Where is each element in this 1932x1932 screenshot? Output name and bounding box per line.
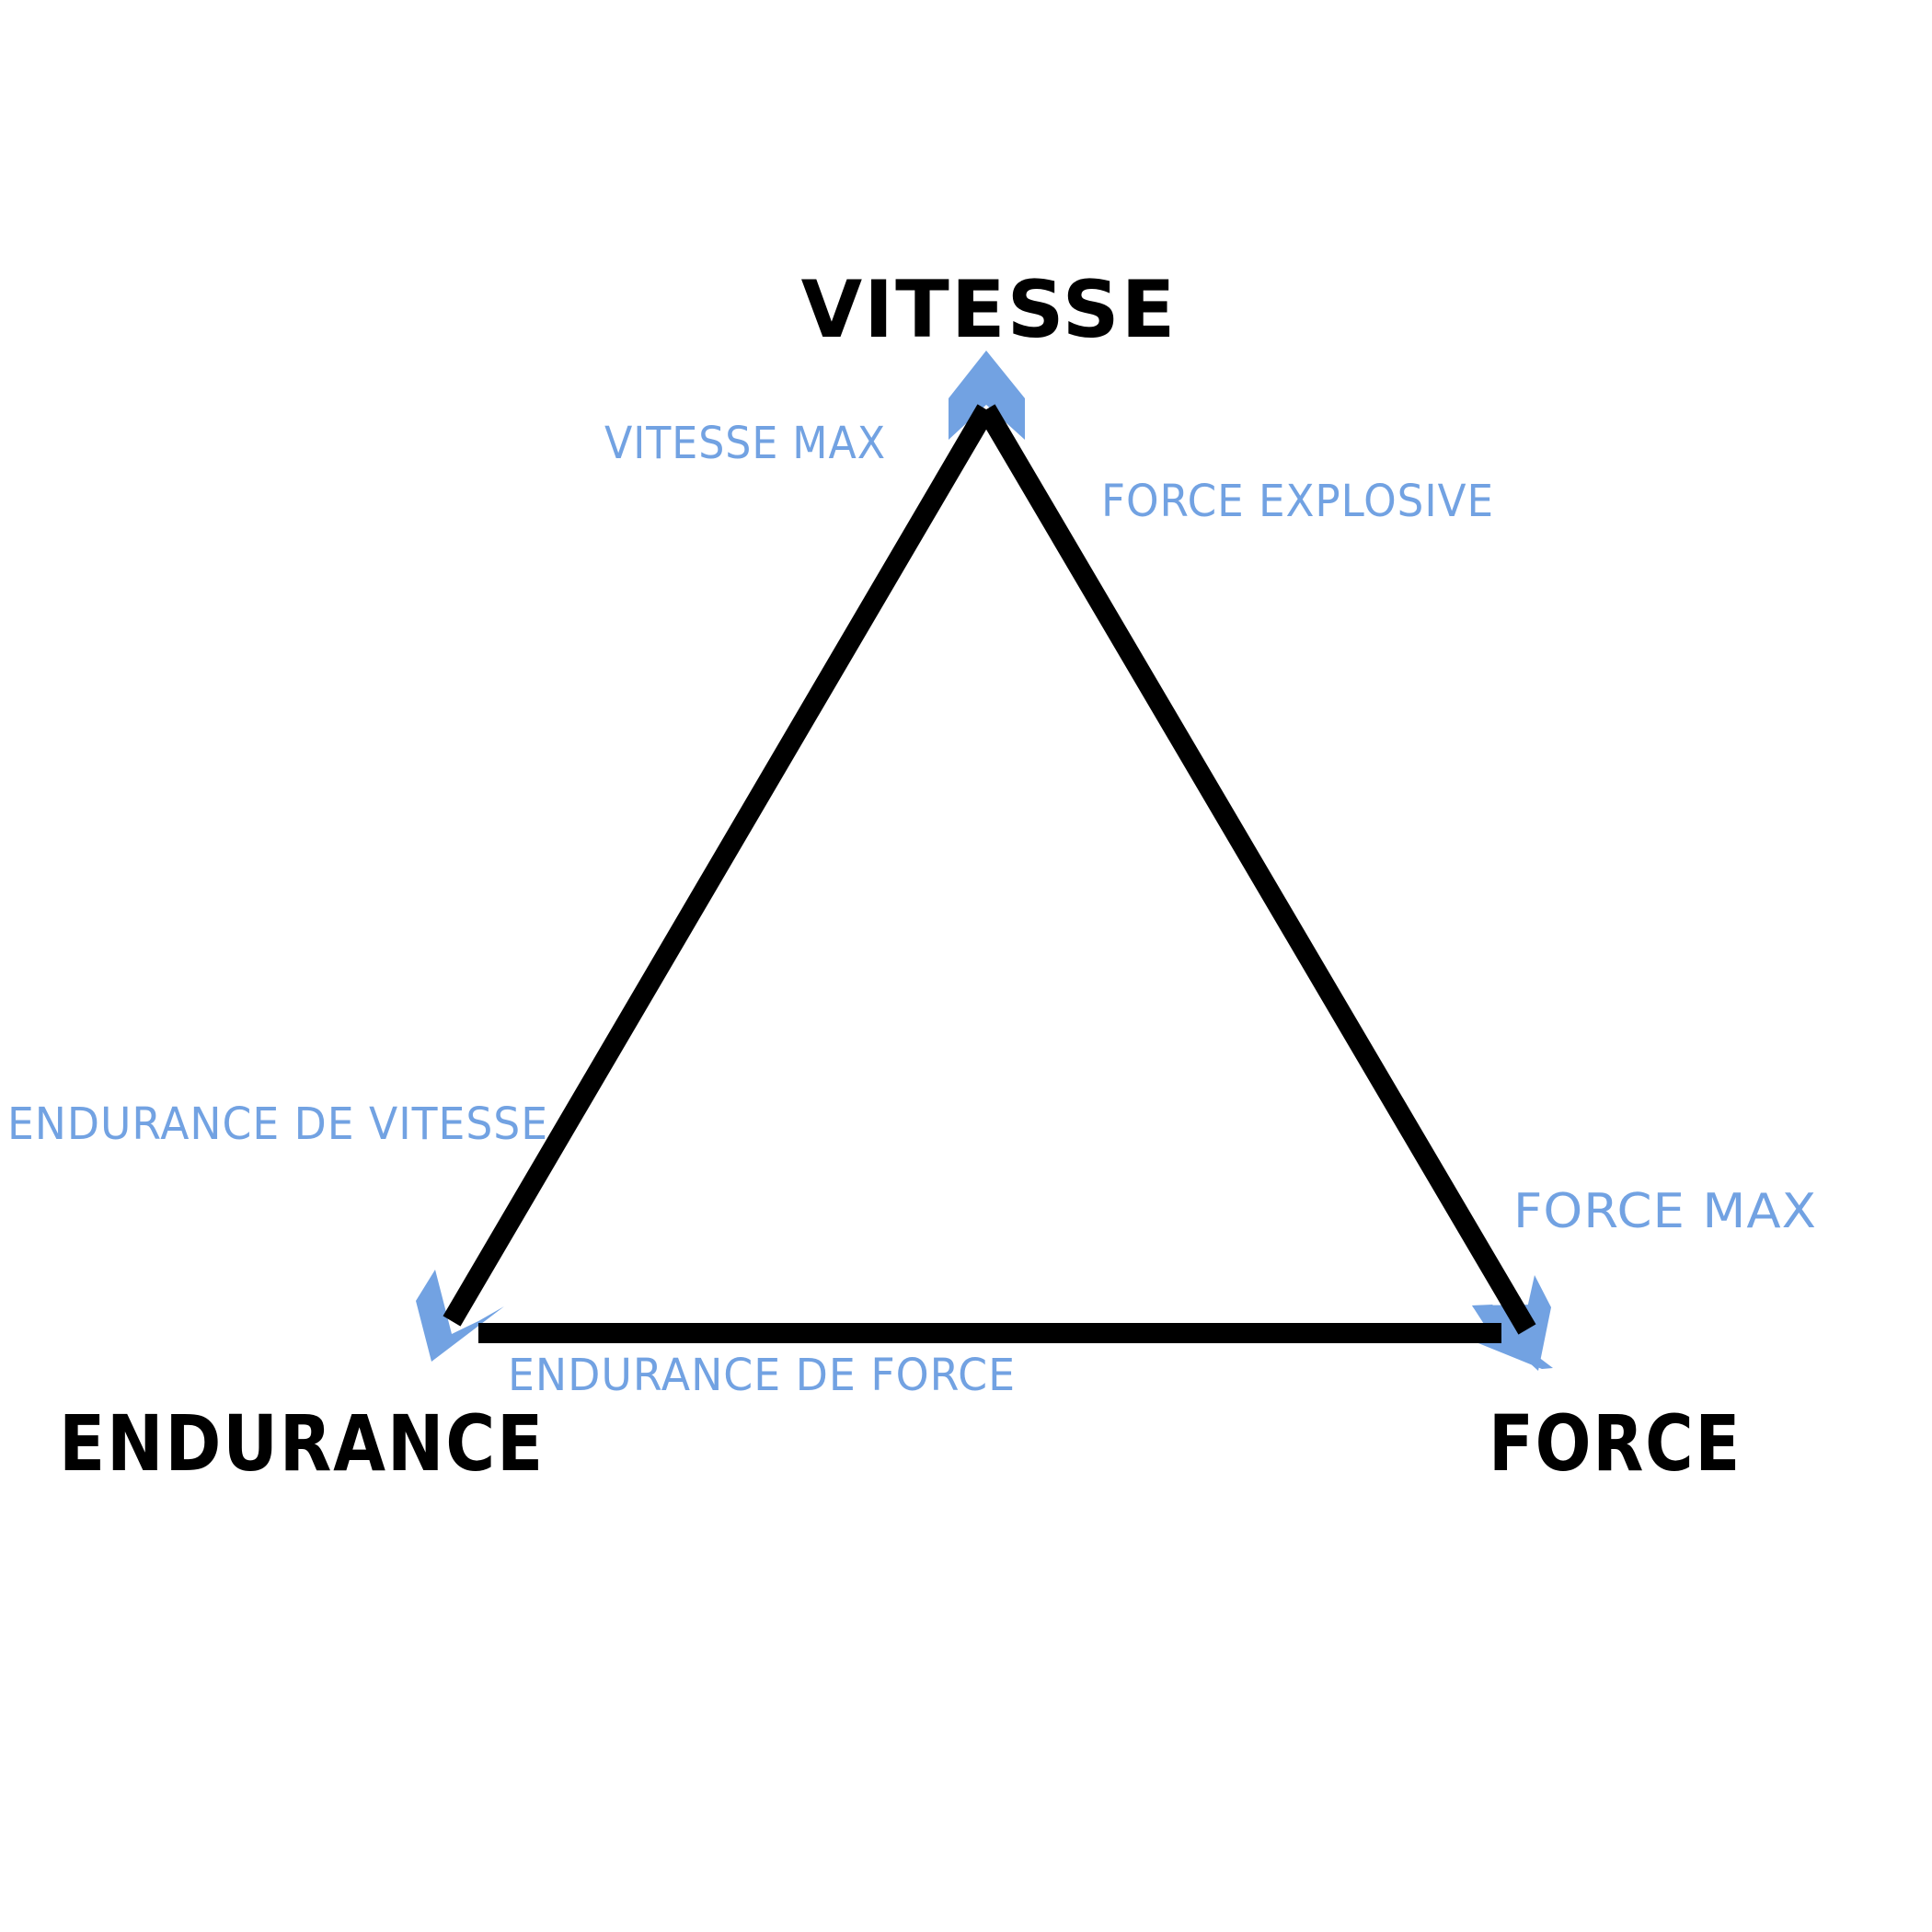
- chevron-up-icon: [949, 351, 1025, 440]
- vertex-label-force: FORCE: [1489, 1398, 1742, 1489]
- zone-label-vitesse-max: VITESSE MAX: [604, 418, 886, 469]
- zone-label-endurance-de-force: ENDURANCE DE FORCE: [508, 1350, 1016, 1401]
- zone-label-endurance-de-vitesse: ENDURANCE DE VITESSE: [7, 1098, 548, 1150]
- chevron-down-left-icon: [416, 1270, 504, 1362]
- vertex-label-endurance: ENDURANCE: [59, 1398, 545, 1489]
- vertex-label-vitesse: VITESSE: [801, 264, 1178, 356]
- triangle-right-edge: [977, 404, 1536, 1335]
- zone-label-force-explosive: FORCE EXPLOSIVE: [1101, 476, 1494, 527]
- triangle: [443, 404, 1536, 1343]
- triangle-left-edge: [443, 404, 995, 1327]
- zone-label-force-max: FORCE MAX: [1513, 1184, 1817, 1239]
